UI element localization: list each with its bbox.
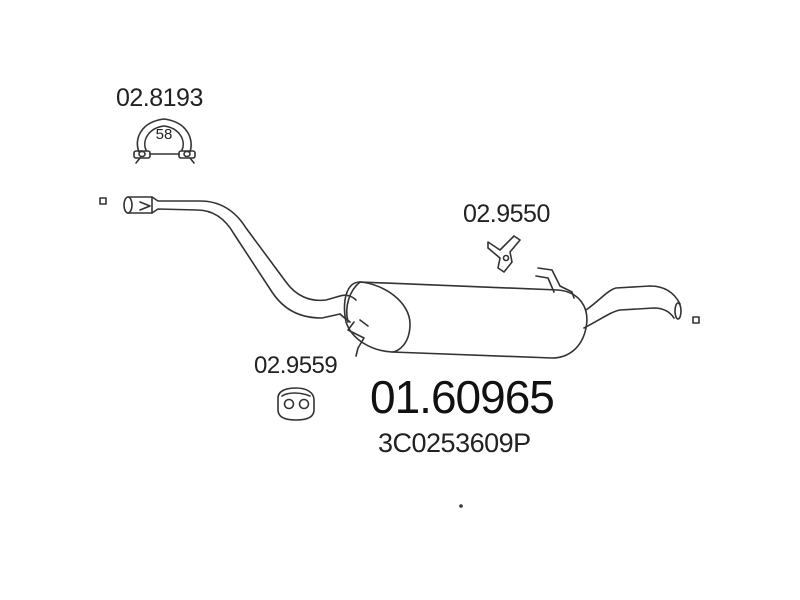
inlet-pipe: [123, 196, 341, 319]
bracket-clip-top: [537, 267, 575, 299]
silencer-oem-number: 3C0253609P: [378, 428, 531, 458]
tail-pipe: [583, 285, 682, 329]
silencer-part-number: 01.60965: [370, 371, 555, 423]
silencer-body: [339, 281, 588, 359]
pipe-end-marker-right: [692, 316, 700, 324]
bracket-clip-left: [347, 321, 365, 357]
pipe-end-marker-left: [99, 197, 107, 205]
clamp-part-code: 02.8193: [116, 84, 203, 112]
hanger-part-code: 02.9550: [463, 200, 550, 228]
clamp-icon: [133, 118, 196, 164]
clamp-size-label: 58: [156, 126, 173, 143]
dot-mark: [459, 504, 463, 508]
rubber-mount-icon: [277, 387, 315, 421]
mount-part-code: 02.9559: [254, 352, 338, 379]
hanger-icon: [487, 235, 521, 273]
